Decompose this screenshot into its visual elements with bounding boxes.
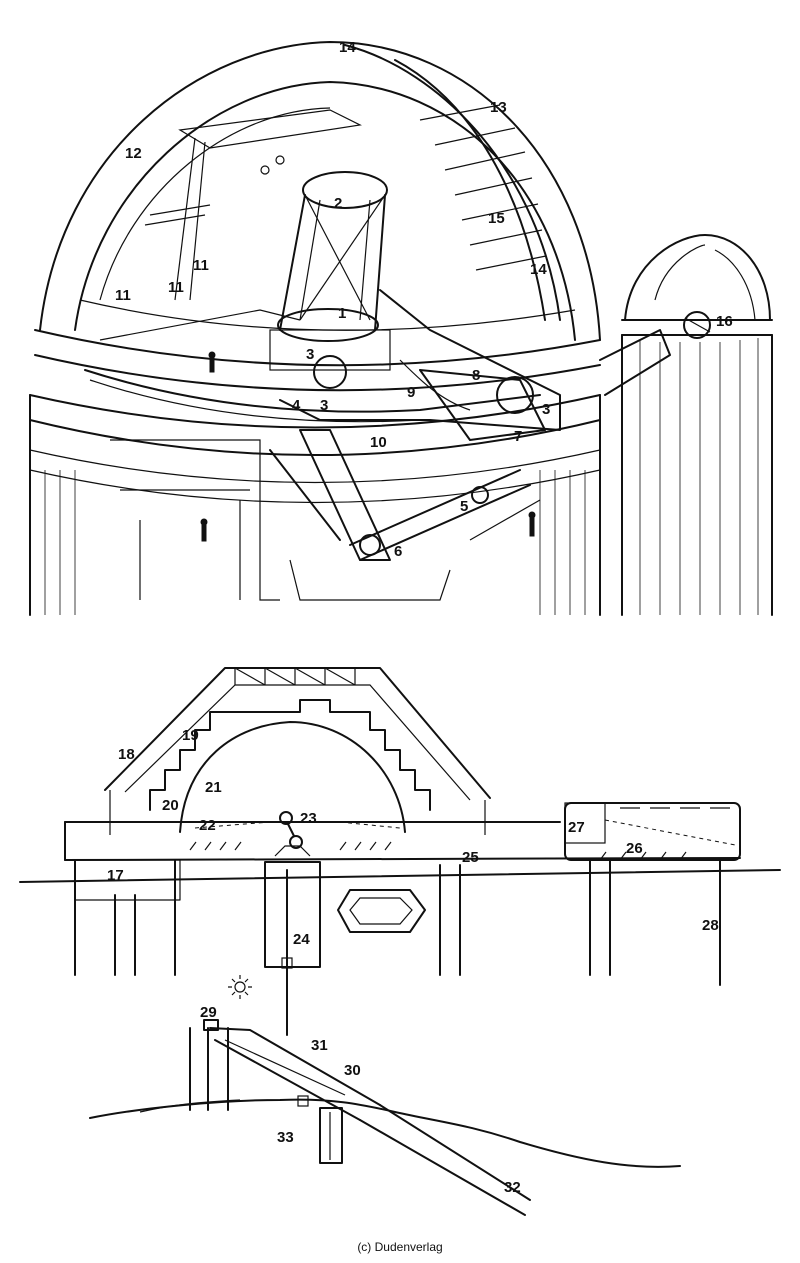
label-9: 9 (407, 384, 415, 401)
terrain-line (89, 1098, 681, 1168)
label-21: 21 (205, 779, 222, 796)
sun-icon (228, 975, 252, 999)
label-24: 24 (293, 931, 310, 948)
label-5: 5 (460, 498, 468, 515)
label-26: 26 (626, 840, 643, 857)
label-32: 32 (504, 1179, 521, 1196)
label-29: 29 (200, 1004, 217, 1021)
lower-callouts: 18 19 21 20 22 23 27 26 17 25 24 28 29 3… (107, 727, 719, 1196)
label-11b: 11 (115, 287, 131, 304)
label-6: 6 (394, 543, 402, 560)
label-4: 4 (292, 397, 301, 414)
tunnel-section (337, 889, 426, 933)
label-28: 28 (702, 917, 719, 934)
label-14b: 14 (530, 261, 547, 278)
gantry-crane (144, 109, 362, 301)
label-22: 22 (199, 817, 216, 834)
dome-shell (34, 41, 601, 392)
label-8: 8 (472, 367, 480, 384)
label-3c: 3 (542, 401, 550, 418)
stepped-dome (149, 699, 431, 811)
annex-building (564, 802, 741, 861)
small-dome-building (599, 234, 773, 616)
copyright-credit: (c) Dudenverlag (357, 1240, 443, 1254)
label-18: 18 (118, 746, 135, 763)
telescope-tube (269, 171, 391, 389)
label-15: 15 (488, 210, 505, 227)
label-2: 2 (334, 195, 342, 212)
roof-truss (104, 667, 491, 835)
building-drum (29, 394, 601, 616)
central-shaft (264, 861, 321, 1036)
label-33: 33 (277, 1129, 294, 1146)
label-10: 10 (370, 434, 387, 451)
projector (274, 811, 311, 857)
label-7: 7 (514, 428, 522, 445)
label-16: 16 (716, 313, 733, 330)
label-11c: 11 (168, 279, 184, 296)
label-3a: 3 (306, 346, 314, 363)
label-3b: 3 (320, 397, 328, 414)
label-23: 23 (300, 810, 317, 827)
label-14: 14 (339, 39, 356, 56)
dome-cutaway: 14 13 12 2 15 14 11 11 11 1 16 3 8 9 4 3… (29, 39, 773, 616)
label-19: 19 (182, 727, 199, 744)
label-25: 25 (462, 849, 479, 866)
label-20: 20 (162, 797, 179, 814)
label-31: 31 (311, 1037, 328, 1054)
label-13: 13 (490, 99, 507, 116)
cross-section: 18 19 21 20 22 23 27 26 17 25 24 28 29 3… (19, 667, 781, 1216)
label-12: 12 (125, 145, 142, 162)
lower-structure (110, 439, 541, 601)
inner-dome (179, 721, 406, 833)
label-27: 27 (568, 819, 585, 836)
upper-callouts: 14 13 12 2 15 14 11 11 11 1 16 3 8 9 4 3… (115, 39, 733, 560)
label-17: 17 (107, 867, 124, 884)
solar-telescope (189, 1019, 531, 1216)
telescope-mount (279, 289, 561, 561)
label-1: 1 (338, 305, 346, 322)
foundation-piles (74, 859, 721, 986)
human-figures (200, 351, 536, 542)
label-11a: 11 (193, 257, 209, 274)
label-30: 30 (344, 1062, 361, 1079)
